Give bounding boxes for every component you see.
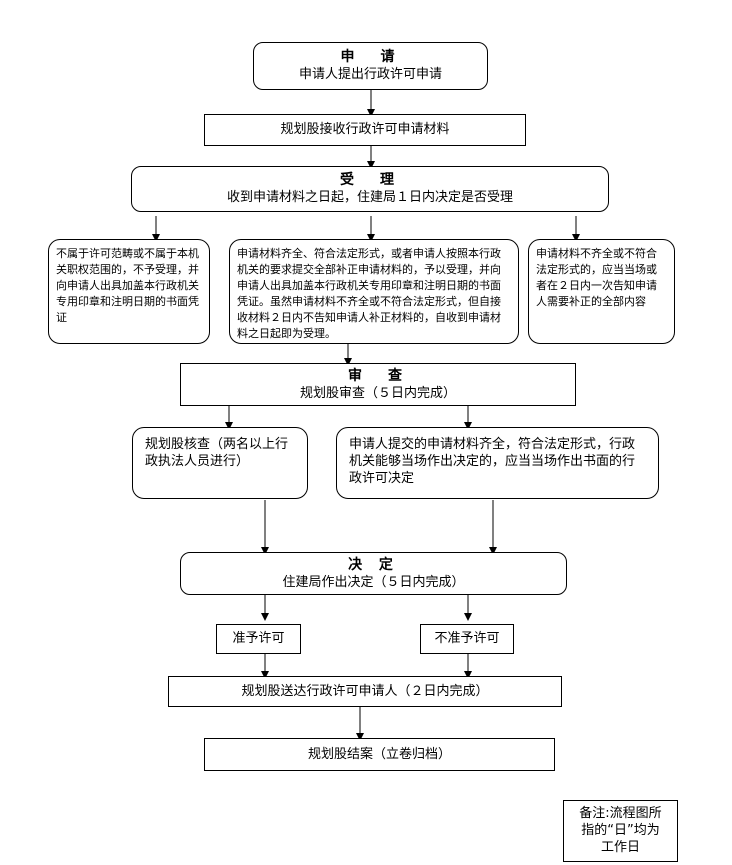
reject-text: 不准予许可 [434, 631, 500, 646]
accept-node: 受 理 收到申请材料之日起，住建局１日内决定是否受理 [131, 166, 609, 212]
accept-subtitle: 收到申请材料之日起，住建局１日内决定是否受理 [226, 190, 513, 205]
footnote-box: 备注:流程图所 指的“日”均为 工作日 [563, 800, 678, 862]
approve-text: 准予许可 [232, 631, 285, 646]
decide-title: 决 定 [348, 556, 399, 573]
review-subtitle: 规划股审查（５日内完成） [299, 385, 456, 401]
footnote-line-3: 工作日 [600, 840, 640, 855]
archive-text: 规划股结案（立卷归档） [307, 746, 451, 762]
reject-node: 不准予许可 [420, 624, 514, 654]
receive-node: 规划股接收行政许可申请材料 [204, 114, 526, 146]
supplement-branch: 申请材料不齐全或不符合法定形式的，应当当场或者在２日内一次告知申请人需要补正的全… [528, 239, 675, 344]
review-check-node: 规划股核查（两名以上行政执法人员进行） [132, 427, 308, 499]
archive-node: 规划股结案（立卷归档） [204, 738, 555, 771]
apply-subtitle: 申请人提出行政许可申请 [298, 67, 442, 82]
reject-scope-branch: 不属于许可范畴或不属于本机关职权范围的，不予受理，并向申请人出具加盖本行政机关专… [48, 239, 210, 344]
approve-node: 准予许可 [216, 624, 301, 654]
apply-title: 申 请 [340, 49, 401, 65]
decide-node: 决 定 住建局作出决定（５日内完成） [180, 552, 567, 595]
review-node: 审 查 规划股审查（５日内完成） [180, 363, 576, 406]
deliver-text: 规划股送达行政许可申请人（２日内完成） [241, 683, 489, 699]
apply-node: 申 请 申请人提出行政许可申请 [253, 42, 488, 90]
decide-subtitle: 住建局作出决定（５日内完成） [282, 574, 465, 590]
accept-branch: 申请材料齐全、符合法定形式，或者申请人按照本行政机关的要求提交全部补正申请材料的… [229, 239, 519, 344]
deliver-node: 规划股送达行政许可申请人（２日内完成） [168, 676, 562, 707]
accept-title: 受 理 [340, 172, 400, 188]
receive-text: 规划股接收行政许可申请材料 [280, 122, 450, 137]
review-onsite-node: 申请人提交的申请材料齐全，符合法定形式，行政机关能够当场作出决定的，应当当场作出… [336, 427, 659, 499]
footnote-line-1: 备注:流程图所 [579, 806, 662, 821]
footnote-line-2: 指的“日”均为 [581, 823, 660, 838]
review-title: 审 查 [348, 367, 408, 384]
